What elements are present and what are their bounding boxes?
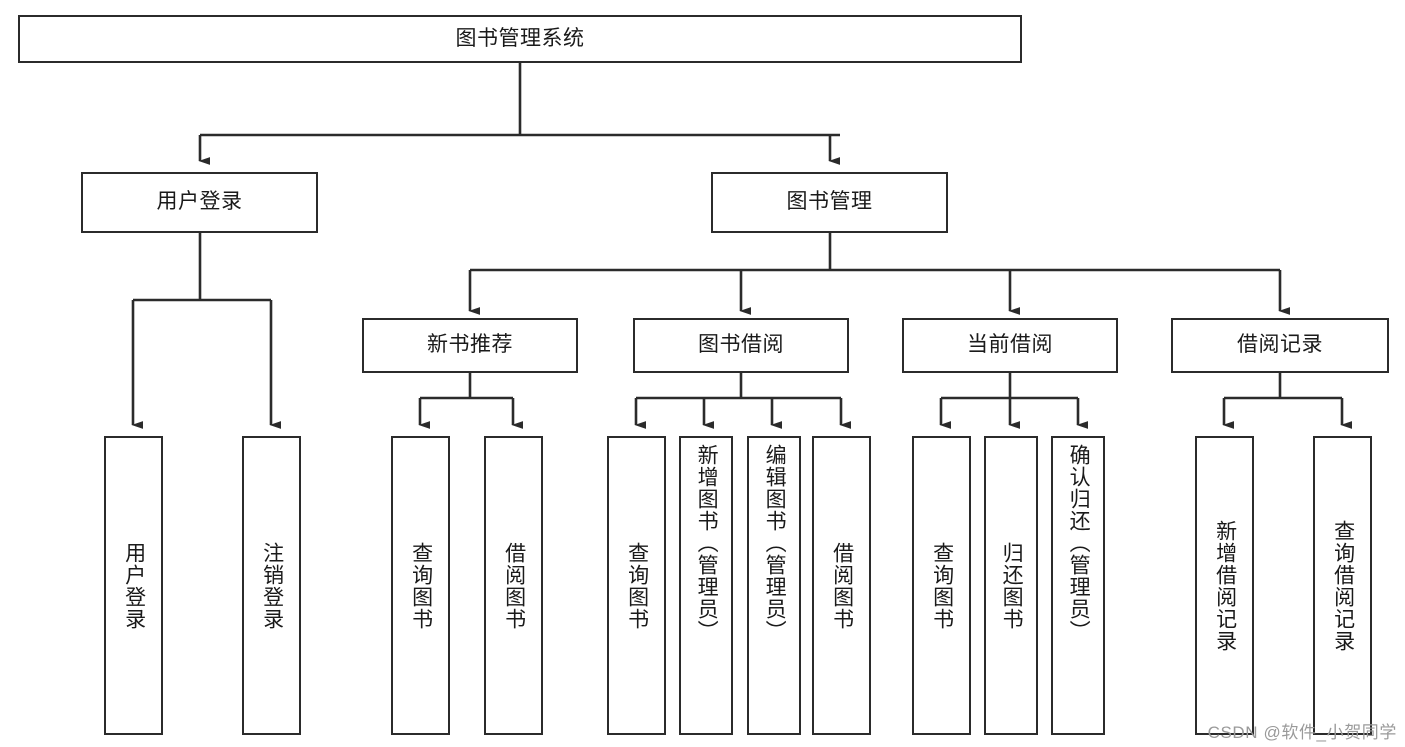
node-leaf-add-book[interactable]: 新增图书（管理员） <box>679 436 733 735</box>
node-leaf-add-record[interactable]: 新增借阅记录 <box>1195 436 1254 735</box>
node-leaf-query-record-label: 查询借阅记录 <box>1331 519 1355 652</box>
node-leaf-query-book-3[interactable]: 查询图书 <box>912 436 971 735</box>
node-leaf-query-record[interactable]: 查询借阅记录 <box>1313 436 1372 735</box>
node-book-manage[interactable]: 图书管理 <box>711 172 948 233</box>
node-leaf-borrow-book-1[interactable]: 借阅图书 <box>484 436 543 735</box>
node-leaf-query-book-3-label: 查询图书 <box>930 541 954 630</box>
node-leaf-logout[interactable]: 注销登录 <box>242 436 301 735</box>
node-leaf-edit-book[interactable]: 编辑图书（管理员） <box>747 436 801 735</box>
node-user-login[interactable]: 用户登录 <box>81 172 318 233</box>
node-root-label: 图书管理系统 <box>455 26 585 50</box>
node-book-borrow-label: 图书借阅 <box>698 333 784 357</box>
node-current-borrow-label: 当前借阅 <box>967 333 1053 357</box>
node-borrow-record-label: 借阅记录 <box>1237 333 1323 357</box>
node-book-borrow[interactable]: 图书借阅 <box>633 318 849 373</box>
node-leaf-borrow-book-2[interactable]: 借阅图书 <box>812 436 871 735</box>
node-leaf-confirm-return-label: 确认归还（管理员） <box>1067 444 1091 642</box>
node-leaf-confirm-return[interactable]: 确认归还（管理员） <box>1051 436 1105 735</box>
node-leaf-user-login-label: 用户登录 <box>122 541 146 630</box>
node-leaf-return-book-label: 归还图书 <box>1000 541 1024 630</box>
node-leaf-query-book-2-label: 查询图书 <box>625 541 649 630</box>
node-leaf-query-book-1-label: 查询图书 <box>409 541 433 630</box>
node-leaf-return-book[interactable]: 归还图书 <box>984 436 1038 735</box>
node-leaf-add-book-label: 新增图书（管理员） <box>695 444 719 642</box>
node-leaf-add-record-label: 新增借阅记录 <box>1213 519 1237 652</box>
csdn-watermark: CSDN @软件_小贺同学 <box>1207 723 1397 742</box>
node-leaf-edit-book-label: 编辑图书（管理员） <box>763 444 787 642</box>
node-new-book-recommend[interactable]: 新书推荐 <box>362 318 578 373</box>
node-current-borrow[interactable]: 当前借阅 <box>902 318 1118 373</box>
node-leaf-query-book-2[interactable]: 查询图书 <box>607 436 666 735</box>
node-leaf-borrow-book-1-label: 借阅图书 <box>502 541 526 630</box>
node-book-manage-label: 图书管理 <box>786 190 873 214</box>
node-leaf-query-book-1[interactable]: 查询图书 <box>391 436 450 735</box>
node-borrow-record[interactable]: 借阅记录 <box>1171 318 1389 373</box>
node-leaf-logout-label: 注销登录 <box>260 541 284 630</box>
node-leaf-user-login[interactable]: 用户登录 <box>104 436 163 735</box>
node-new-book-recommend-label: 新书推荐 <box>427 333 513 357</box>
node-root[interactable]: 图书管理系统 <box>18 15 1022 63</box>
node-user-login-label: 用户登录 <box>156 190 243 214</box>
node-leaf-borrow-book-2-label: 借阅图书 <box>830 541 854 630</box>
